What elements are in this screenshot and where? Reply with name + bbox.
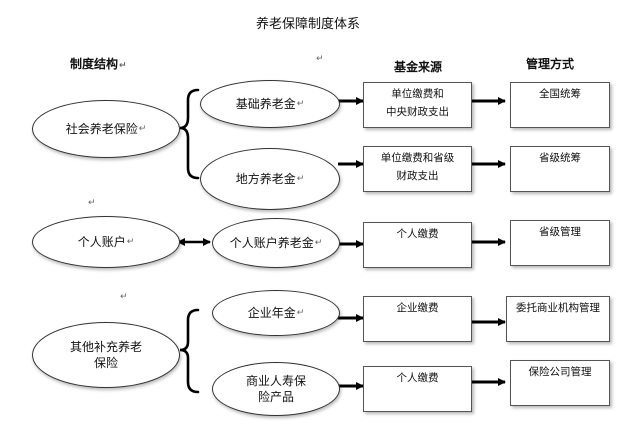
- management-text: 全国统筹: [539, 88, 581, 100]
- management-box-local: 省级统筹: [510, 146, 610, 192]
- node-supplementary-insurance: 其他补充养老 保险: [32, 322, 180, 388]
- return-mark: ↵: [88, 198, 96, 208]
- node-personal-account: 个人账户↵: [32, 216, 180, 268]
- return-mark: ↵: [314, 238, 323, 248]
- return-mark: ↵: [296, 99, 305, 109]
- node-label: 地方养老金: [235, 172, 296, 186]
- node-social-insurance: 社会养老保险↵: [32, 100, 180, 158]
- return-mark: ↵: [119, 61, 127, 71]
- return-mark: ↵: [296, 174, 305, 184]
- return-mark: ↵: [138, 124, 147, 134]
- node-label: 企业年金: [247, 306, 296, 320]
- source-text: 个人缴费: [396, 228, 439, 240]
- source-line: 单位缴费和省级: [380, 152, 455, 164]
- diagram-title: 养老保障制度体系: [256, 17, 361, 32]
- source-line: 单位缴费和: [391, 88, 444, 100]
- source-box-life: 个人缴费: [363, 366, 472, 412]
- return-mark: ↵: [296, 308, 305, 318]
- node-label-line: 商业人寿保: [245, 374, 306, 388]
- return-mark: ↵: [120, 292, 128, 302]
- management-box-annuity: 委托商业机构管理: [506, 296, 610, 342]
- management-text: 保险公司管理: [528, 366, 592, 378]
- management-box-account: 省级管理: [510, 220, 610, 266]
- source-line: 财政支出: [396, 170, 439, 182]
- node-label-line: 其他补充养老: [69, 340, 142, 354]
- header-management: 管理方式: [526, 57, 575, 71]
- node-label-line: 险产品: [257, 390, 294, 404]
- brace-social: [179, 88, 200, 180]
- node-label: 基础养老金: [235, 97, 296, 111]
- source-box-account: 个人缴费: [363, 222, 472, 268]
- management-text: 委托商业机构管理: [516, 302, 600, 314]
- node-enterprise-annuity: 企业年金↵: [212, 290, 340, 336]
- source-box-basic: 单位缴费和 中央财政支出: [363, 82, 472, 128]
- management-box-basic: 全国统筹: [510, 82, 610, 128]
- header-structure-text: 制度结构: [70, 57, 119, 71]
- node-basic-pension: 基础养老金↵: [200, 80, 340, 128]
- node-label: 个人账户养老金: [229, 236, 314, 250]
- source-box-local: 单位缴费和省级 财政支出: [363, 146, 472, 192]
- header-structure: 制度结构↵: [70, 55, 127, 72]
- brace-supplement: [179, 308, 200, 394]
- management-box-life: 保险公司管理: [510, 360, 610, 406]
- node-commercial-life-insurance: 商业人寿保 险产品: [212, 362, 340, 416]
- source-box-annuity: 企业缴费: [363, 296, 472, 342]
- source-text: 企业缴费: [396, 302, 439, 314]
- node-local-pension: 地方养老金↵: [200, 148, 340, 210]
- source-text: 个人缴费: [396, 372, 439, 384]
- node-label: 社会养老保险: [65, 122, 138, 136]
- source-line: 中央财政支出: [386, 106, 449, 118]
- header-source: 基金来源: [394, 60, 443, 74]
- return-mark: ↵: [316, 54, 324, 64]
- node-label-line: 保险: [93, 356, 118, 370]
- return-mark: ↵: [126, 237, 135, 247]
- node-label: 个人账户: [77, 235, 126, 249]
- node-account-pension: 个人账户养老金↵: [212, 218, 340, 268]
- management-text: 省级管理: [539, 226, 581, 238]
- management-text: 省级统筹: [539, 152, 581, 164]
